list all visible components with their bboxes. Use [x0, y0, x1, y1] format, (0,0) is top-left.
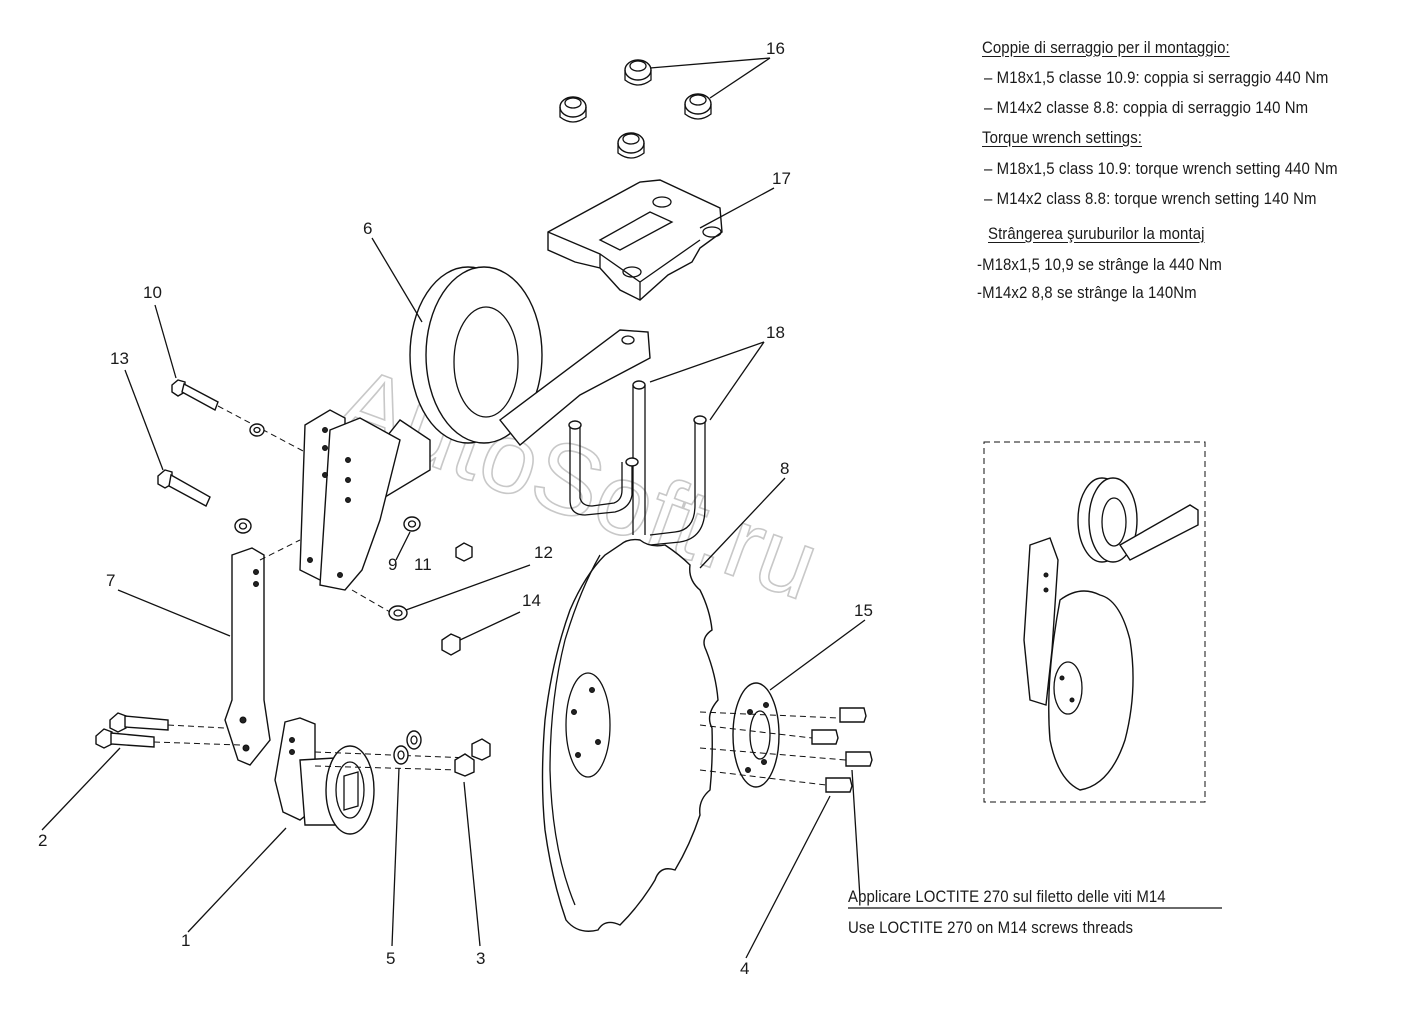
part-13-bolt — [157, 469, 211, 507]
part-17-clamp-plate — [547, 179, 723, 301]
callout-numbers: 16 17 6 18 10 13 8 7 9 11 12 14 15 2 1 5… — [38, 39, 873, 978]
leader-lines — [41, 57, 1222, 959]
nut-16b — [559, 96, 587, 123]
torque-italian-line-1: – M18x1,5 classe 10.9: coppia si serragg… — [984, 68, 1329, 87]
torque-romanian-line-1: -M18x1,5 10,9 se strânge la 440 Nm — [977, 255, 1222, 274]
bracket-plates — [299, 409, 401, 591]
part-5-washers — [393, 730, 422, 765]
torque-italian-title: Coppie di serraggio per il montaggio: — [982, 38, 1230, 57]
callout-11: 11 — [414, 555, 432, 574]
part-8-notched-disc — [541, 538, 719, 932]
part-10-bolt — [171, 379, 306, 453]
callout-16: 16 — [766, 39, 785, 58]
assembled-view-inset — [983, 441, 1206, 803]
washer-12 — [388, 605, 408, 621]
torque-english-line-2: – M14x2 class 8.8: torque wrench setting… — [984, 189, 1317, 208]
washer-10 — [249, 423, 265, 437]
callout-1: 1 — [181, 931, 190, 950]
callout-18: 18 — [766, 323, 785, 342]
callout-6: 6 — [363, 219, 372, 238]
loctite-note-english: Use LOCTITE 270 on M14 screws threads — [848, 918, 1134, 937]
part-2-bolts — [95, 712, 241, 749]
loctite-note-italian: Applicare LOCTITE 270 sul filetto delle … — [848, 887, 1166, 906]
part-18-u-bolts — [568, 380, 707, 546]
part-14-nut — [441, 633, 461, 656]
callout-14: 14 — [522, 591, 541, 610]
nut-16a — [624, 59, 652, 86]
callout-9: 9 — [388, 555, 397, 574]
part-11-nut — [455, 542, 473, 562]
torque-romanian-title: Strângerea şuruburilor la montaj — [988, 224, 1205, 243]
callout-13: 13 — [110, 349, 129, 368]
nut-16c — [684, 93, 712, 120]
torque-english-line-1: – M18x1,5 class 10.9: torque wrench sett… — [984, 159, 1338, 178]
torque-romanian-line-2: -M14x2 8,8 se strânge la 140Nm — [977, 283, 1197, 302]
callout-10: 10 — [143, 283, 162, 302]
callout-7: 7 — [106, 571, 115, 590]
part-1-hub — [274, 717, 471, 835]
washers — [234, 423, 421, 621]
part-3-nuts — [454, 738, 491, 777]
washer-9 — [403, 516, 421, 532]
callout-2: 2 — [38, 831, 47, 850]
part-15-flange-plate — [699, 682, 847, 788]
callout-17: 17 — [772, 169, 791, 188]
callout-3: 3 — [476, 949, 485, 968]
torque-italian-line-2: – M14x2 classe 8.8: coppia di serraggio … — [984, 98, 1309, 117]
callout-12: 12 — [534, 543, 553, 562]
part-4-screws — [811, 707, 873, 793]
torque-english-title: Torque wrench settings: — [982, 128, 1143, 147]
nut-16d — [617, 132, 645, 159]
callout-5: 5 — [386, 949, 395, 968]
callout-8: 8 — [780, 459, 789, 478]
part-6-spring-tine — [367, 266, 651, 502]
part-16-lock-nuts — [559, 59, 712, 159]
callout-4: 4 — [740, 959, 749, 978]
washer-13 — [234, 518, 252, 534]
callout-15: 15 — [854, 601, 873, 620]
part-7-arm — [224, 539, 301, 766]
